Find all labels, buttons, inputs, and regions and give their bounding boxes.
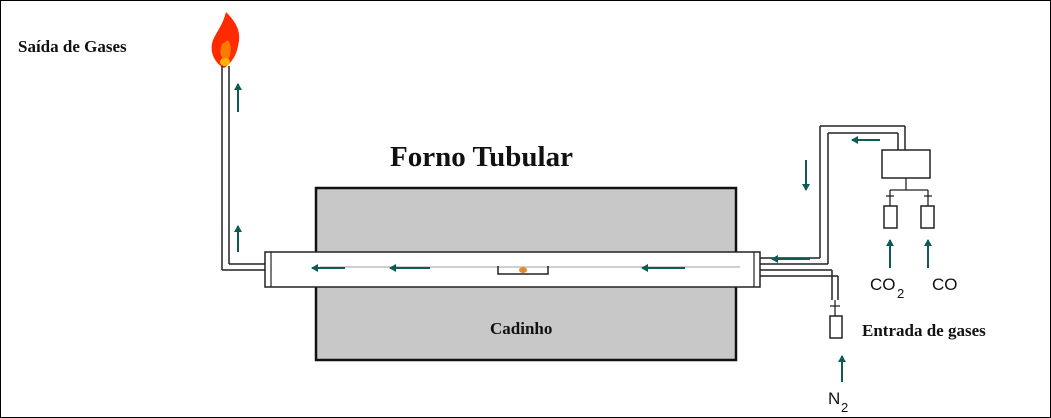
co2-cylinder — [883, 205, 898, 229]
mixer-connectors — [886, 178, 932, 206]
co-label: CO — [932, 275, 958, 294]
gas-mixer — [881, 149, 931, 179]
exhaust-label: Saída de Gases — [18, 37, 127, 56]
n2-valve — [830, 300, 840, 316]
n2-cylinder — [829, 315, 843, 339]
n2-label: N 2 — [828, 389, 848, 415]
furnace-title: Forno Tubular — [390, 141, 573, 173]
svg-text:N: N — [828, 389, 840, 408]
pipe-flow-arrows — [771, 136, 880, 263]
crucible-label: Cadinho — [490, 319, 552, 338]
flame-icon — [211, 12, 240, 68]
crucible-boat — [497, 266, 549, 275]
gas-inlet-label: Entrada de gases — [862, 321, 986, 340]
co2-label: CO 2 — [870, 275, 904, 301]
svg-text:2: 2 — [897, 286, 904, 301]
furnace-tube — [264, 251, 761, 288]
inlet-piping — [760, 125, 906, 300]
gas-feed-arrows — [838, 239, 932, 382]
svg-text:2: 2 — [841, 400, 848, 415]
svg-text:CO: CO — [870, 275, 896, 294]
exhaust-pipe — [221, 66, 268, 271]
co-cylinder — [920, 205, 935, 229]
